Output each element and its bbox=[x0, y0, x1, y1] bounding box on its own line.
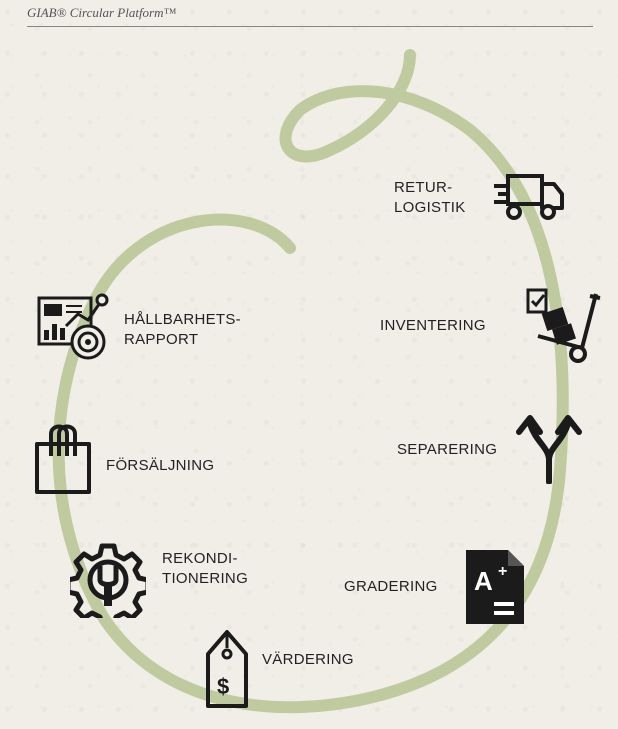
delivery-truck-icon bbox=[494, 174, 564, 220]
stage-label-returlogistik: RETUR- LOGISTIK bbox=[394, 179, 466, 216]
stage-label-inventering: INVENTERING bbox=[380, 317, 486, 334]
svg-text:$: $ bbox=[217, 674, 229, 699]
loop-path bbox=[52, 49, 569, 714]
stage-label-forsaljning: FÖRSÄLJNING bbox=[106, 457, 215, 474]
price-tag-icon: $ bbox=[206, 630, 248, 708]
gear-wrench-icon bbox=[70, 543, 146, 618]
page-header: GIAB® Circular Platform™ bbox=[27, 4, 593, 27]
grade-document-icon: A + bbox=[466, 550, 524, 624]
stage-label-gradering: GRADERING bbox=[344, 578, 438, 595]
svg-text:A: A bbox=[474, 566, 493, 596]
stage-label-hallbarhetsrapport: HÅLLBARHETS- RAPPORT bbox=[124, 311, 241, 348]
analytics-report-icon bbox=[37, 293, 109, 360]
header-title: GIAB® Circular Platform™ bbox=[27, 5, 177, 20]
svg-text:+: + bbox=[498, 563, 507, 580]
stage-label-separering: SEPARERING bbox=[397, 441, 498, 458]
shopping-bag-icon bbox=[35, 424, 91, 494]
stage-label-rekonditionering: REKONDI- TIONERING bbox=[162, 550, 249, 587]
split-arrows-icon bbox=[516, 415, 582, 484]
hand-truck-checklist-icon bbox=[526, 288, 601, 363]
stage-label-vardering: VÄRDERING bbox=[262, 651, 354, 668]
